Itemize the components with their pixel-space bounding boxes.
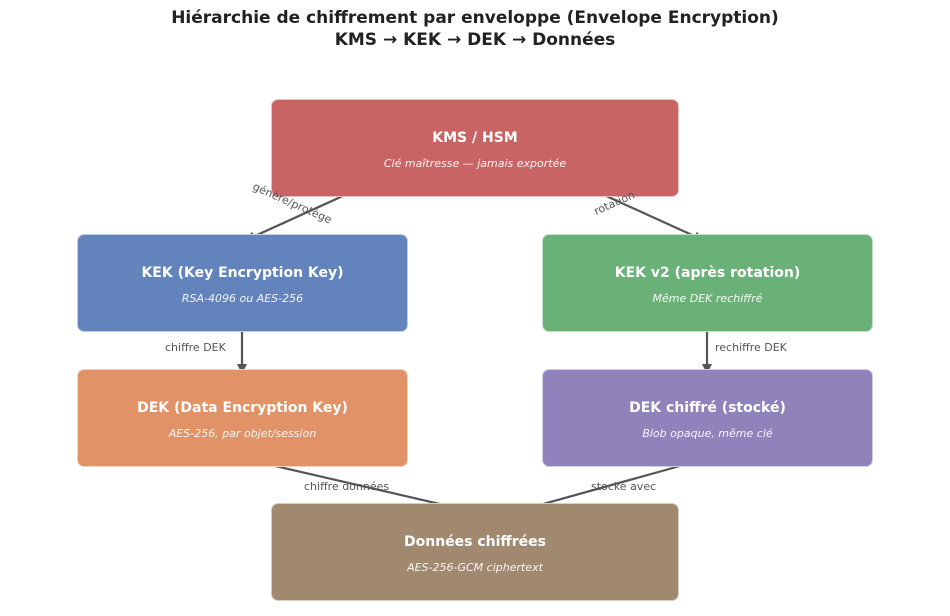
arrow-kms-to-kek (245, 188, 357, 242)
arrow-dekenc-to-data (517, 457, 706, 514)
node-encrypted-data: Données chiffrées AES-256-GCM ciphertext (271, 503, 679, 601)
arrow-dek-to-data (244, 457, 471, 514)
node-kms-hsm-sub: Clé maîtresse — jamais exportée (383, 157, 567, 170)
diagram-title: Hiérarchie de chiffrement par enveloppe … (171, 8, 779, 28)
edge-label-reencrypts-dek: rechiffre DEK (715, 341, 787, 354)
edge-label-stored-with: stocké avec (591, 480, 657, 493)
node-kek-name: KEK (Key Encryption Key) (141, 265, 344, 281)
node-kek-v2-sub: Même DEK rechiffré (652, 292, 763, 305)
node-encrypted-data-name: Données chiffrées (403, 534, 546, 550)
node-encrypted-data-sub: AES-256-GCM ciphertext (407, 561, 543, 574)
node-kek-v2: KEK v2 (après rotation) Même DEK rechiff… (542, 234, 873, 332)
node-dek-encrypted-sub: Blob opaque, même clé (642, 427, 773, 440)
node-dek-name: DEK (Data Encryption Key) (137, 400, 348, 416)
node-kek: KEK (Key Encryption Key) RSA-4096 ou AES… (77, 234, 408, 332)
arrow-kms-to-kekv2 (592, 188, 704, 242)
node-kek-v2-name: KEK v2 (après rotation) (614, 265, 801, 281)
node-dek-sub: AES-256, par objet/session (168, 427, 317, 440)
edge-label-encrypts-data: chiffre données (304, 480, 390, 493)
edge-label-encrypts-dek: chiffre DEK (165, 341, 226, 354)
node-dek-encrypted: DEK chiffré (stocké) Blob opaque, même c… (542, 369, 873, 467)
node-dek-encrypted-name: DEK chiffré (stocké) (629, 400, 786, 416)
node-kms-hsm: KMS / HSM Clé maîtresse — jamais exporté… (271, 99, 679, 197)
node-dek: DEK (Data Encryption Key) AES-256, par o… (77, 369, 408, 467)
diagram-subtitle: KMS → KEK → DEK → Données (334, 30, 616, 50)
node-kms-hsm-name: KMS / HSM (432, 130, 518, 146)
node-kek-sub: RSA-4096 ou AES-256 (181, 292, 304, 305)
